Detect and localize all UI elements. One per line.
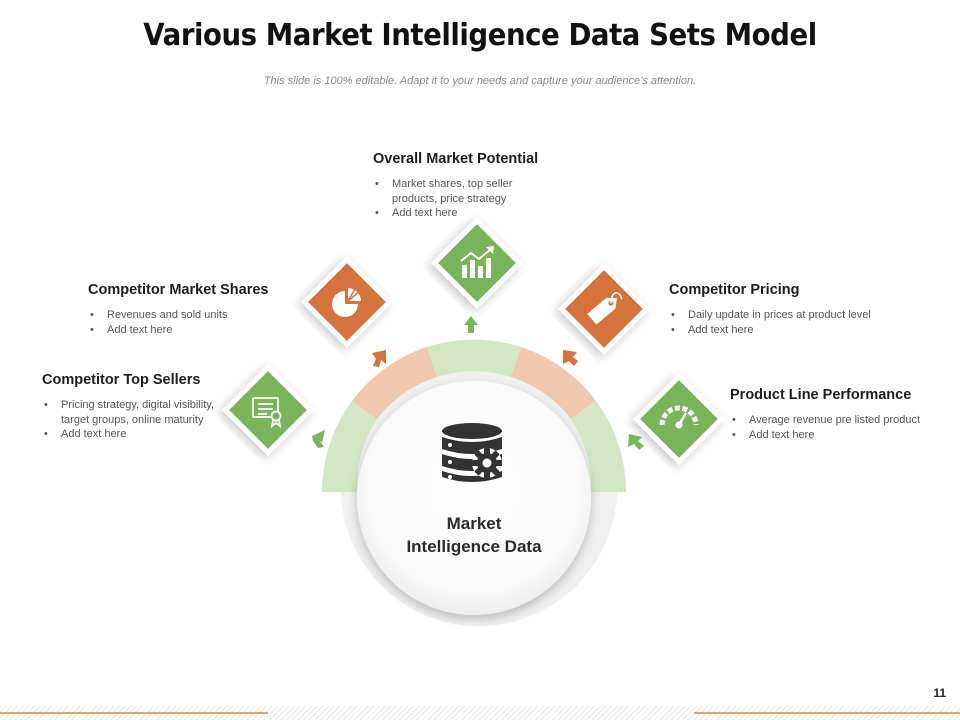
bullet-item: Add text here [42,427,226,442]
slide-title: Various Market Intelligence Data Sets Mo… [143,18,817,53]
block-title: Competitor Top Sellers [42,372,201,388]
hub-label: Market Intelligence Data [374,512,574,558]
footer-line-left [0,712,268,714]
block-competitor-pricing: Competitor Pricing Daily update in price… [669,282,909,337]
database-gear-icon [442,423,502,482]
arc-segment-top [427,339,521,377]
diamond-competitor-market-shares [301,256,393,348]
bullet-item: Daily update in prices at product level [669,308,909,323]
arrow-overall-market-potential [464,316,478,333]
hub-label-line-2: Intelligence Data [406,537,542,556]
arc-segments [322,339,626,492]
block-overall-market-potential: Overall Market Potential Market shares, … [373,151,548,221]
block-product-line-performance: Product Line Performance Average revenue… [730,387,950,442]
arrow-competitor-pricing [563,350,578,366]
bullet-item: Pricing strategy, digital visibility, ta… [42,398,226,427]
pie-chart-icon [332,288,361,317]
footer-decoration [0,704,960,720]
bullet-item: Add text here [88,323,288,338]
block-competitor-top-sellers: Competitor Top Sellers Pricing strategy,… [42,372,226,442]
block-title: Competitor Pricing [669,282,800,298]
diamond-overall-market-potential [431,217,523,309]
diamond-competitor-pricing [558,263,650,355]
slide-subtitle: This slide is 100% editable. Adapt it to… [263,75,697,87]
price-tag-icon [587,292,623,325]
block-competitor-market-shares: Competitor Market Shares Revenues and so… [88,282,288,337]
arc-segment-right [571,401,626,492]
arc-segment-left-middle [352,347,437,419]
diamond-product-line-performance [633,373,725,465]
bullet-item: Add text here [730,428,950,443]
page-number: 11 [933,686,946,700]
footer-line-right [694,712,960,714]
block-title: Product Line Performance [730,387,912,403]
arrow-competitor-top-sellers [312,430,325,448]
bullet-item: Market shares, top seller products, pric… [373,177,548,206]
bullet-item: Add text here [669,323,909,338]
footer-hatch [0,706,960,720]
arrow-product-line-performance [628,434,644,450]
bullet-item: Revenues and sold units [88,308,288,323]
speedometer-icon [659,405,699,429]
hub-label-line-1: Market [446,514,502,533]
arc-segment-left [322,401,377,492]
bar-chart-growth-icon [460,246,494,278]
bullet-item: Average revenue pre listed product [730,413,950,428]
arc-segment-right-middle [511,347,596,419]
arrow-competitor-market-shares [372,350,386,367]
hub-circle [357,381,591,615]
block-title: Competitor Market Shares [88,282,269,298]
block-title: Overall Market Potential [373,151,539,167]
diamond-competitor-top-sellers [222,364,314,456]
bullet-item: Add text here [373,206,548,221]
certificate-icon [252,397,282,429]
